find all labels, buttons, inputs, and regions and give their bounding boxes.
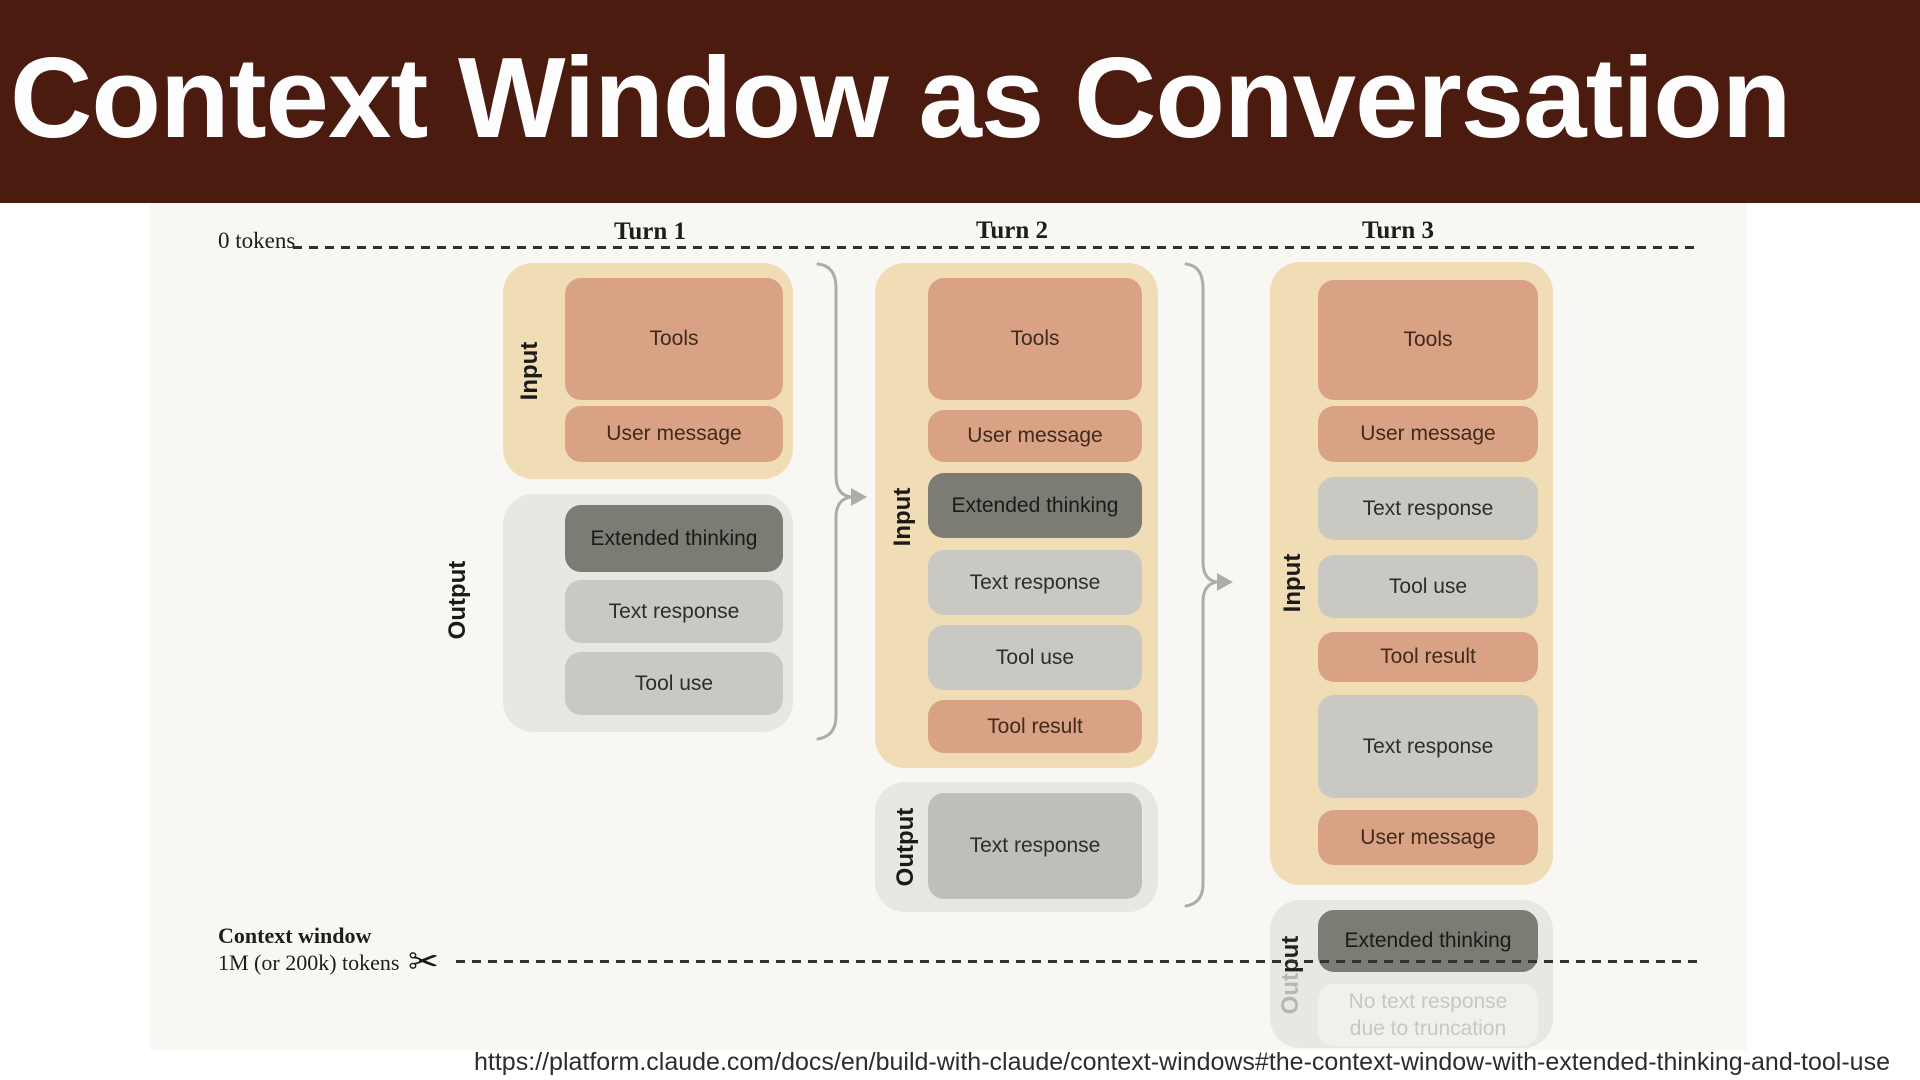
turn-3-box-no-text-response-due-to-truncation: No text response due to truncation [1318,984,1538,1046]
zero-tokens-dashed-line [293,246,1700,249]
turn-1-box-tools: Tools [565,278,783,400]
bracket-turn1-to-turn2 [816,262,853,741]
turn-1-title: Turn 1 [613,218,687,245]
turn-2-box-text-response: Text response [928,550,1142,615]
turn-3-box-text-response: Text response [1318,477,1538,540]
turn-2-box-tools: Tools [928,278,1142,400]
source-url[interactable]: https://platform.claude.com/docs/en/buil… [474,1048,1890,1076]
turn-2-box-extended-thinking: Extended thinking [928,473,1142,538]
context-window-label: Context window [218,923,372,948]
turn-2-box-tool-result: Tool result [928,700,1142,753]
arrowhead-turn1-to-turn2-icon [851,488,867,506]
turn-3-box-tool-use: Tool use [1318,555,1538,618]
turn-3-box-user-message: User message [1318,810,1538,865]
context-window-sublabel: 1M (or 200k) tokens [218,950,400,975]
slide-header: Context Window as Conversation [0,0,1920,203]
bracket-turn2-to-turn3 [1184,262,1219,908]
turn-3-box-tool-result: Tool result [1318,632,1538,682]
turn-2-box-text-response: Text response [928,793,1142,899]
turn-3-box-user-message: User message [1318,406,1538,462]
turn-3-box-tools: Tools [1318,280,1538,400]
scissors-icon: ✂ [408,940,440,983]
turn-3-title: Turn 3 [1361,217,1435,244]
turn-2-title: Turn 2 [975,217,1049,244]
turn-2-box-tool-use: Tool use [928,625,1142,690]
zero-tokens-label: 0 tokens [218,228,296,253]
turn-1-box-text-response: Text response [565,580,783,643]
turn-1-box-user-message: User message [565,406,783,462]
turn-1-box-extended-thinking: Extended thinking [565,505,783,572]
turn-2-box-user-message: User message [928,410,1142,462]
turn-1-box-tool-use: Tool use [565,652,783,715]
context-window-dashed-line [456,960,1700,963]
arrowhead-turn2-to-turn3-icon [1217,573,1233,591]
turn-3-box-text-response: Text response [1318,695,1538,798]
page-title: Context Window as Conversation [10,35,1791,162]
